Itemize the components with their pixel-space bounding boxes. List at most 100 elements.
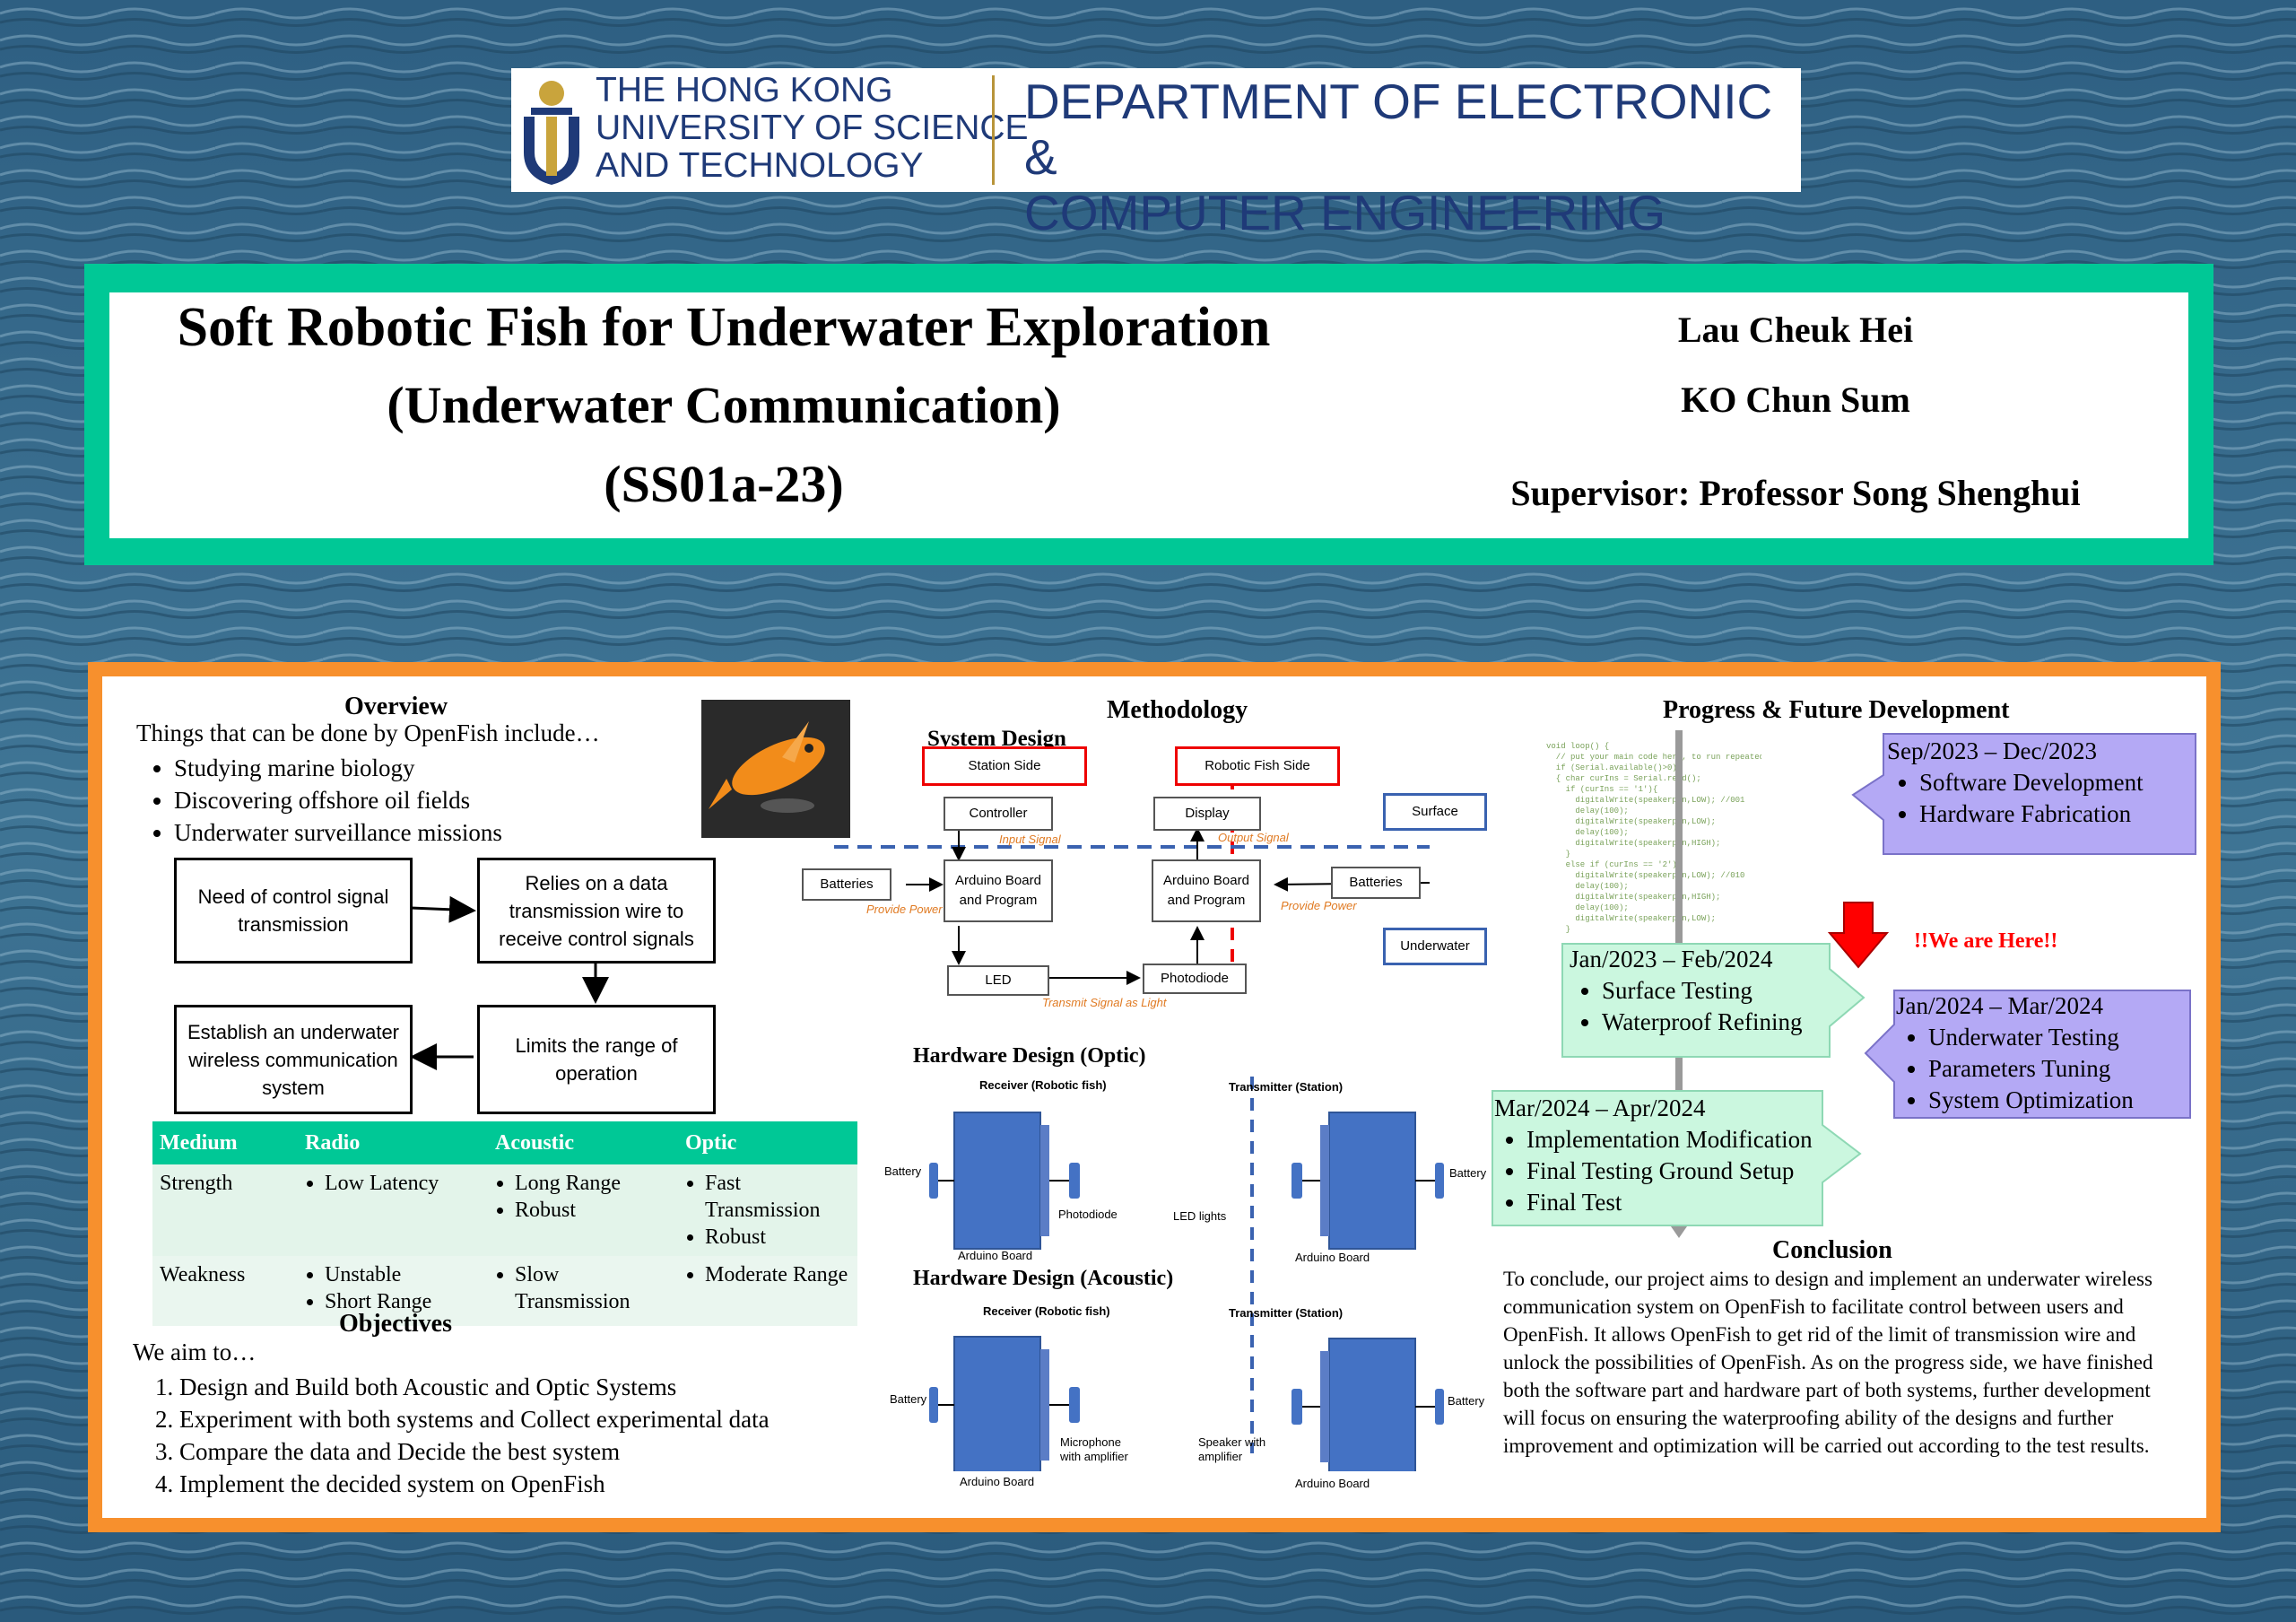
robotic-fish-photo [701, 700, 850, 838]
code-line: } [1546, 850, 1571, 859]
battery-label: Battery [890, 1392, 927, 1406]
cell-item: Slow Transmission [515, 1261, 671, 1315]
table-header: Radio [298, 1121, 488, 1164]
hw-optic-heading: Hardware Design (Optic) [913, 1044, 1146, 1068]
overview-intro: Things that can be done by OpenFish incl… [136, 719, 600, 746]
list-item: System Optimization [1928, 1085, 2134, 1116]
objectives-intro: We aim to… [133, 1339, 257, 1365]
acoustic-transmitter-label: Transmitter (Station) [1229, 1306, 1344, 1320]
list-item: Compare the data and Decide the best sys… [179, 1435, 770, 1468]
progress-date: Jan/2024 – Mar/2024 [1896, 992, 2103, 1019]
code-snippet: void loop() { // put your main code here… [1546, 741, 1761, 955]
code-line: delay(100); [1546, 807, 1629, 815]
flow-establish-wireless: Establish an underwater wireless communi… [174, 1005, 413, 1114]
arduino-station-box: Arduino Board and Program [944, 859, 1053, 922]
author-1: Lau Cheuk Hei [1677, 310, 1914, 350]
list-item: Parameters Tuning [1928, 1053, 2134, 1085]
table-header: Acoustic [488, 1121, 678, 1164]
underwater-box: Underwater [1383, 928, 1487, 965]
optic-receiver-label: Receiver (Robotic fish) [979, 1078, 1107, 1092]
progress-date: Jan/2023 – Feb/2024 [1570, 946, 1773, 972]
list-item: Software Development [1919, 767, 2144, 798]
code-line: digitalWrite(speakerpin,HIGH); [1546, 893, 1721, 902]
controller-box: Controller [944, 797, 1053, 831]
list-item: Implementation Modification [1526, 1124, 1813, 1155]
flow-arrows [410, 895, 609, 1070]
row-label: Weakness [152, 1256, 298, 1326]
code-line: digitalWrite(speakerpin,LOW); //001 [1546, 796, 1745, 805]
university-name: THE HONG KONG UNIVERSITY OF SCIENCE AND … [596, 72, 1029, 185]
objectives-heading: Objectives [339, 1310, 452, 1338]
progress-date: Sep/2023 – Dec/2023 [1887, 737, 2097, 764]
cell-item: Robust [705, 1224, 850, 1251]
dept-line-2: COMPUTER ENGINEERING [1024, 185, 1666, 240]
progress-item-2: Jan/2023 – Feb/2024 Surface TestingWater… [1570, 944, 1803, 1038]
list-item: Surface Testing [1602, 975, 1803, 1007]
code-line: delay(100); [1546, 903, 1629, 912]
flow-limits-range: Limits the range of operation [477, 1005, 716, 1114]
table-cell: Slow Transmission [488, 1256, 678, 1326]
hardware-diagrams [929, 1077, 1444, 1471]
code-line: digitalWrite(speakerpin,HIGH); [1546, 839, 1721, 848]
table-cell: Long RangeRobust [488, 1164, 678, 1256]
table-row: Strength Low Latency Long RangeRobust Fa… [152, 1164, 857, 1256]
input-signal-label: Input Signal [999, 833, 1061, 846]
provide-power-label: Provide Power [866, 903, 943, 916]
battery-label: Battery [1448, 1394, 1485, 1408]
hkust-shield-icon [524, 81, 579, 185]
table-cell: Fast TransmissionRobust [678, 1164, 857, 1256]
list-item: Discovering offshore oil fields [174, 784, 502, 816]
hkust-logo-banner: THE HONG KONG UNIVERSITY OF SCIENCE AND … [511, 68, 1801, 240]
cell-item: Fast Transmission [705, 1170, 850, 1224]
uni-line-1: THE HONG KONG [596, 71, 893, 109]
uni-line-2: UNIVERSITY OF SCIENCE [596, 109, 1029, 147]
objectives-list: Design and Build both Acoustic and Optic… [138, 1371, 770, 1500]
code-line: } [1546, 925, 1571, 934]
code-line: if (Serial.available()>0) [1546, 763, 1677, 772]
progress-date: Mar/2024 – Apr/2024 [1494, 1094, 1706, 1121]
output-signal-label: Output Signal [1218, 831, 1289, 844]
code-line: delay(100); [1546, 828, 1629, 837]
battery-label: Battery [884, 1164, 922, 1178]
project-code: (SS01a-23) [604, 455, 844, 513]
optic-transmitter-label: Transmitter (Station) [1229, 1080, 1344, 1094]
photodiode-label: Photodiode [1058, 1208, 1118, 1221]
progress-heading: Progress & Future Development [1663, 696, 2010, 724]
microphone-label: Microphone with amplifier [1060, 1435, 1128, 1463]
code-line: digitalWrite(speakerpin,LOW); [1546, 914, 1717, 923]
arduino-board-label: Arduino Board [1295, 1477, 1370, 1490]
list-item: Experiment with both systems and Collect… [179, 1403, 770, 1435]
surface-box: Surface [1383, 793, 1487, 831]
content-panel: Overview Things that can be done by Open… [88, 662, 2221, 1532]
led-lights-label: LED lights [1173, 1209, 1227, 1223]
overview-list: Studying marine biology Discovering offs… [138, 752, 502, 849]
list-item: Final Test [1526, 1187, 1813, 1218]
code-line: digitalWrite(speakerpin,LOW); [1546, 817, 1717, 826]
row-label: Strength [152, 1164, 298, 1256]
batteries-box-station: Batteries [802, 868, 891, 901]
comparison-table: Medium Radio Acoustic Optic Strength Low… [152, 1121, 857, 1326]
provide-power-label: Provide Power [1281, 899, 1357, 912]
list-item: Design and Build both Acoustic and Optic… [179, 1371, 770, 1403]
table-header-row: Medium Radio Acoustic Optic [152, 1121, 857, 1164]
list-item: Studying marine biology [174, 752, 502, 784]
progress-item-1: Sep/2023 – Dec/2023 Software Development… [1887, 736, 2144, 830]
acoustic-receiver-label: Receiver (Robotic fish) [983, 1304, 1110, 1318]
down-arrow-icon [1828, 902, 1889, 969]
content-panel-inner: Overview Things that can be done by Open… [102, 676, 2206, 1518]
code-line: if (curIns == '1'){ [1546, 785, 1658, 794]
supervisor: Supervisor: Professor Song Shenghui [1510, 473, 2081, 513]
code-line: digitalWrite(speakerpin,LOW); //010 [1546, 871, 1745, 880]
overview-heading: Overview [344, 693, 448, 720]
list-item: Underwater Testing [1928, 1022, 2134, 1053]
list-item: Underwater surveillance missions [174, 816, 502, 849]
table-cell: Moderate Range [678, 1256, 857, 1326]
we-are-here-label: !!We are Here!! [1914, 929, 2058, 953]
code-line: // put your main code here, to run repea… [1546, 753, 1761, 762]
cell-item: Low Latency [325, 1170, 481, 1197]
cell-item: Short Range [325, 1288, 481, 1315]
author-2: KO Chun Sum [1681, 379, 1910, 420]
hw-acoustic-heading: Hardware Design (Acoustic) [913, 1267, 1174, 1290]
led-box: LED [947, 965, 1049, 996]
code-line: else if (curIns == '2'){ [1546, 860, 1683, 869]
